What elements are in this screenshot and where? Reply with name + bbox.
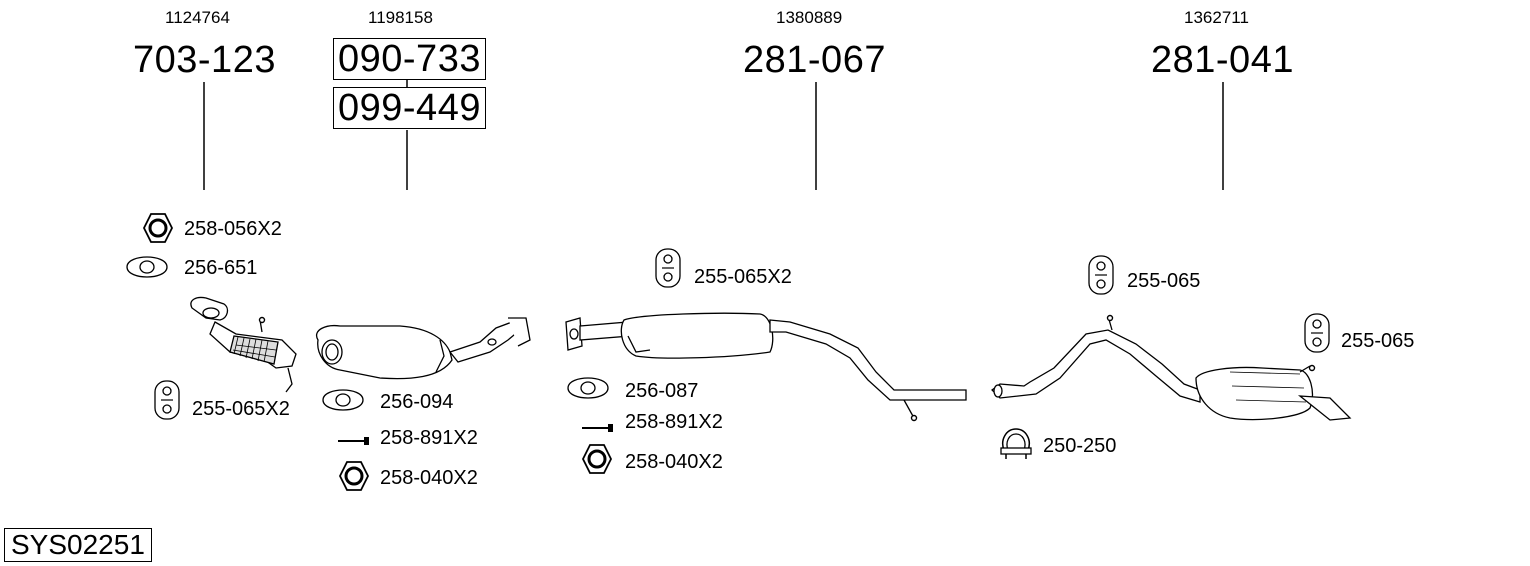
nut-icon (338, 461, 370, 491)
part-number-281-041: 281-041 (1151, 39, 1294, 81)
accessory-label: 255-065 (1127, 270, 1201, 292)
accessory-label: 255-065X2 (694, 266, 792, 288)
bolt-icon (582, 424, 613, 432)
catalytic-converter-drawing (316, 317, 531, 380)
accessory-label: 250-250 (1043, 435, 1117, 457)
gasket-icon (322, 389, 364, 411)
part-number-090-733: 090-733 (333, 38, 486, 80)
part-ref-1: 1124764 (165, 8, 230, 27)
accessory-label: 255-065 (1341, 330, 1415, 352)
system-code: SYS02251 (4, 528, 152, 562)
accessory-label: 256-651 (184, 257, 258, 279)
part-ref-3: 1380889 (776, 8, 843, 27)
front-pipe-drawing (190, 296, 297, 393)
accessory-label: 256-087 (625, 380, 699, 402)
nut-icon (581, 444, 613, 474)
rubber-hanger-icon (1088, 255, 1114, 295)
accessory-label: 258-056X2 (184, 218, 282, 240)
part-ref-4: 1362711 (1184, 8, 1249, 27)
nut-icon (142, 213, 174, 243)
rear-silencer-drawing (991, 315, 1352, 421)
middle-silencer-drawing (565, 312, 967, 419)
gasket-icon (567, 377, 609, 399)
hanger-pins-drawing (258, 314, 1316, 422)
part-number-099-449: 099-449 (333, 87, 486, 129)
gasket-icon (126, 256, 168, 278)
accessory-label: 258-891X2 (625, 411, 723, 433)
accessory-label: 258-040X2 (625, 451, 723, 473)
accessory-label: 258-040X2 (380, 467, 478, 489)
accessory-label: 258-891X2 (380, 427, 478, 449)
part-number-703-123: 703-123 (133, 39, 276, 81)
rubber-hanger-icon (154, 380, 180, 420)
part-number-281-067: 281-067 (743, 39, 886, 81)
rubber-hanger-icon (1304, 313, 1330, 353)
accessory-label: 255-065X2 (192, 398, 290, 420)
clamp-icon (1000, 428, 1032, 459)
part-ref-2: 1198158 (368, 8, 433, 27)
accessory-label: 256-094 (380, 391, 454, 413)
rubber-hanger-icon (655, 248, 681, 288)
bolt-icon (338, 437, 369, 445)
